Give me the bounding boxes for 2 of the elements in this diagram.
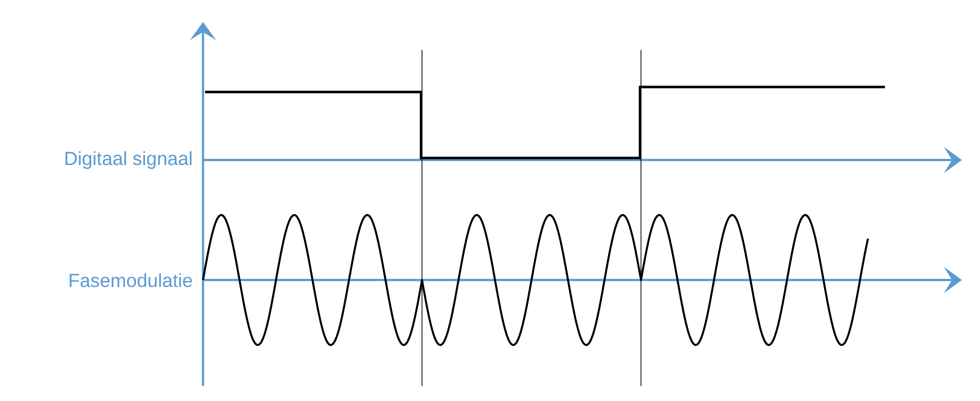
axis-label: Fasemodulatie: [70, 273, 192, 288]
axis-label: Digitaal signaal: [66, 151, 192, 169]
